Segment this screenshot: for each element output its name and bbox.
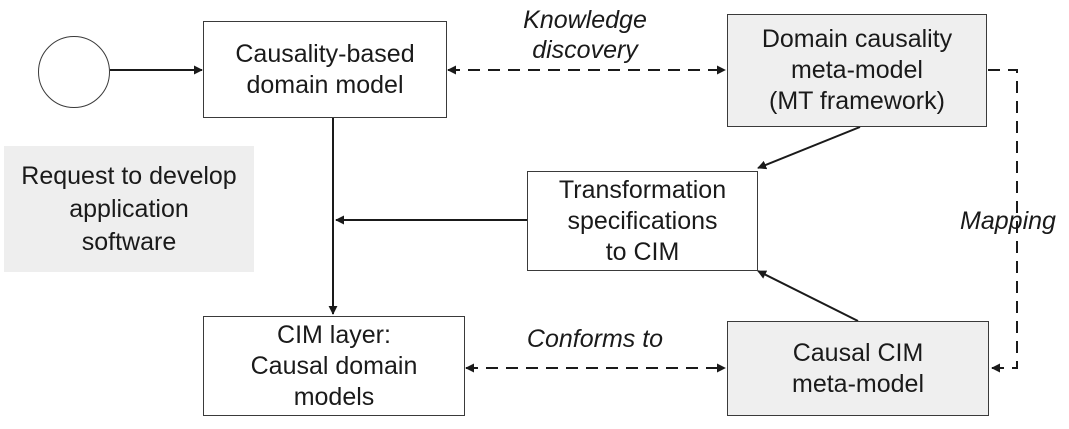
label-knowledge-discovery: Knowledge discovery — [523, 6, 647, 64]
request-note: Request to develop application software — [4, 146, 254, 272]
edge-meta-model-to-transformation — [757, 126, 861, 170]
label-mapping: Mapping — [960, 207, 1056, 235]
edge-cim-meta-model-to-transformation — [757, 270, 859, 322]
node-causality-based-domain-model: Causality-based domain model — [203, 21, 447, 118]
node-causal-cim-meta-model: Causal CIM meta-model — [727, 321, 989, 416]
node-cim-layer: CIM layer: Causal domain models — [203, 316, 465, 416]
label-conforms-to: Conforms to — [526, 325, 664, 353]
node-domain-causality-meta-model: Domain causality meta-model (MT framewor… — [727, 14, 987, 127]
node-transformation-specifications: Transformation specifications to CIM — [527, 171, 758, 271]
start-node — [38, 36, 110, 108]
